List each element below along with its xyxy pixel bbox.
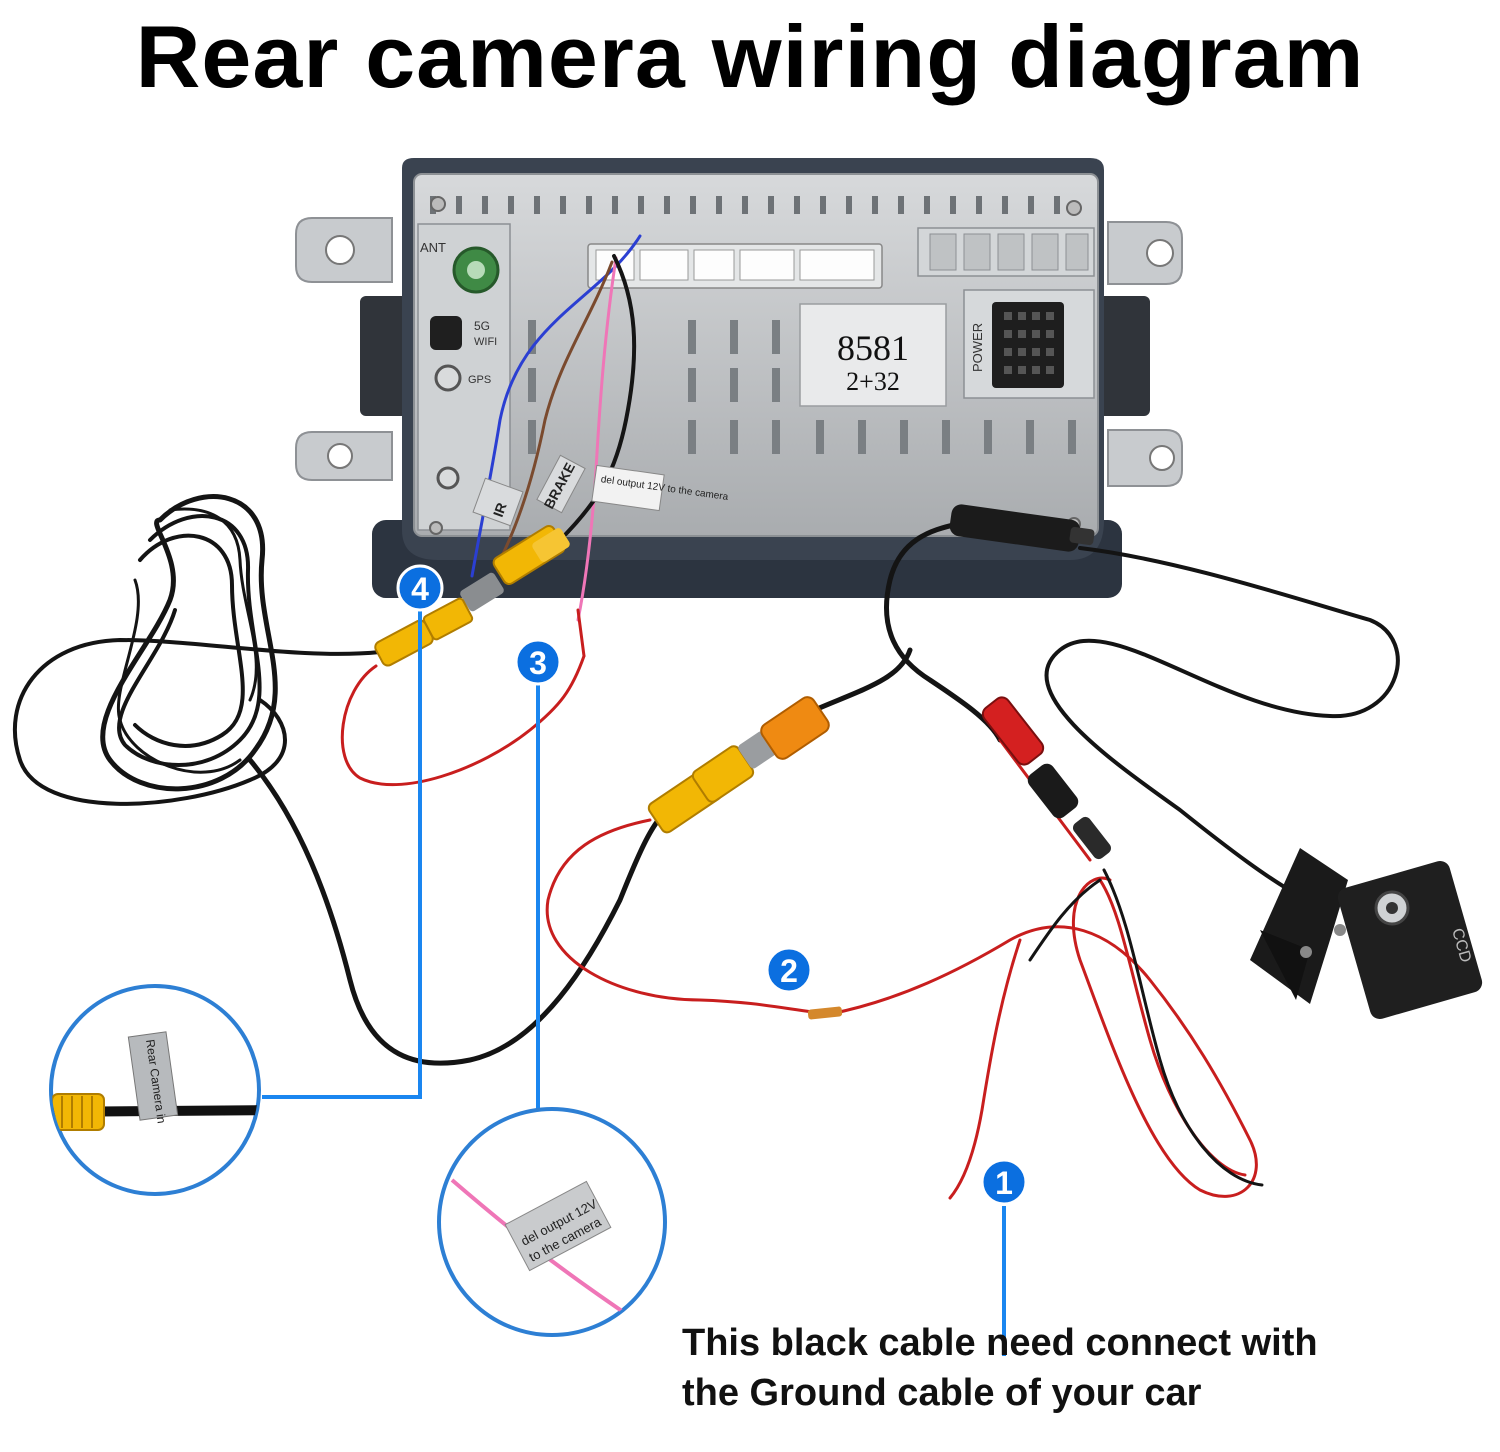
- marker-1: 1: [980, 1158, 1028, 1206]
- leader-4: [262, 610, 422, 1099]
- inset-rear-camera-in: Rear Camera in: [49, 984, 261, 1196]
- rca-mid-set: [647, 696, 830, 834]
- wifi-label: WIFI: [474, 336, 497, 348]
- marker-2: 2: [765, 946, 813, 994]
- pink-wire-tip: [576, 608, 586, 658]
- black-wire: [558, 254, 637, 542]
- gps-port: [434, 364, 462, 392]
- marker-3: 3: [514, 638, 562, 686]
- ground-black-wires: [1028, 868, 1264, 1187]
- right-lower-ear: [1107, 429, 1183, 487]
- left-side-bracket: [360, 296, 410, 416]
- model-spec: 2+32: [846, 367, 900, 396]
- red-wire-tip: [807, 1006, 843, 1020]
- ground-caption: This black cable need connect with the G…: [682, 1318, 1462, 1418]
- caption-line-2: the Ground cable of your car: [682, 1372, 1202, 1414]
- page-title: Rear camera wiring diagram: [135, 7, 1365, 106]
- brown-wire: [498, 260, 614, 562]
- wifi-5g-label: 5G: [474, 319, 490, 333]
- power-plug: [981, 696, 1112, 860]
- head-unit: ANT 5G WIFI GPS 8581 2+32: [295, 158, 1183, 598]
- power-label: POWER: [970, 323, 985, 372]
- svg-text:3: 3: [529, 645, 547, 681]
- caption-line-1: This black cable need connect with: [682, 1322, 1318, 1364]
- red-loop-a: [828, 876, 1258, 1198]
- right-side-bracket: [1098, 296, 1150, 416]
- ant-label: ANT: [420, 240, 446, 255]
- svg-text:2: 2: [780, 953, 798, 989]
- blue-wire: [470, 234, 642, 578]
- ground-red-end: [948, 938, 1022, 1200]
- gps-label: GPS: [468, 374, 491, 386]
- rca-mid-orange: [760, 696, 830, 760]
- ir-tag: IR: [490, 500, 510, 519]
- extension-cable: [13, 494, 1400, 1066]
- aux-port: [436, 466, 460, 490]
- model-number: 8581: [837, 328, 909, 368]
- right-upper-ear: [1107, 221, 1183, 285]
- marker-4: 4: [396, 564, 444, 612]
- camera-body: [1337, 861, 1483, 1019]
- model-sticker: [799, 303, 947, 407]
- svg-text:4: 4: [411, 571, 429, 607]
- inset-12v-output: del output 12V to the camera: [437, 1107, 667, 1337]
- camera-bracket: [1250, 848, 1348, 1004]
- svg-text:1: 1: [995, 1165, 1013, 1201]
- leader-lines: [262, 610, 1006, 1356]
- rear-camera: CCD: [1250, 848, 1483, 1019]
- red-loop-b: [1098, 878, 1247, 1177]
- wifi-port: [430, 316, 462, 350]
- camera-plug: [949, 504, 1095, 552]
- red-wire-lower: [545, 818, 832, 1016]
